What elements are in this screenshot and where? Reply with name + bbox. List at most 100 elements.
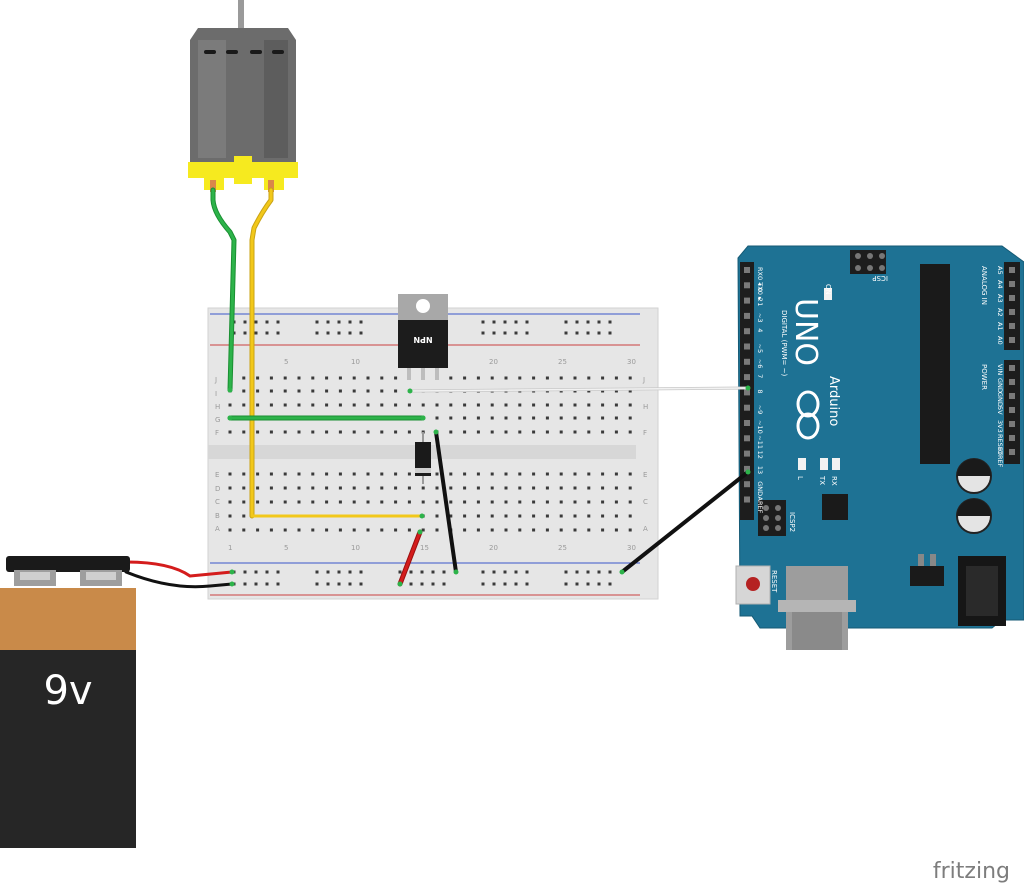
digital-pin-label: 8 <box>756 389 764 393</box>
motor-shaft <box>238 0 244 30</box>
breadboard-hole <box>256 500 260 504</box>
column-number: 10 <box>351 358 360 366</box>
breadboard-hole <box>242 486 246 490</box>
breadboard-hole <box>481 582 485 586</box>
breadboard-hole <box>243 570 247 574</box>
breadboard-hole <box>476 416 480 420</box>
row-label: E <box>215 471 219 479</box>
breadboard-hole <box>348 331 352 335</box>
breadboard-hole <box>573 514 577 518</box>
header-pin-label: 5V <box>996 406 1004 415</box>
breadboard-hole <box>283 403 287 407</box>
breadboard-hole <box>573 416 577 420</box>
breadboard-hole <box>311 500 315 504</box>
breadboard-hole <box>407 486 411 490</box>
breadboard-hole <box>311 403 315 407</box>
breadboard-hole <box>545 416 549 420</box>
breadboard-hole <box>518 376 522 380</box>
row-label: E <box>643 471 647 479</box>
breadboard-hole <box>492 331 496 335</box>
breadboard-hole <box>601 389 605 393</box>
breadboard-hole <box>283 486 287 490</box>
breadboard-hole <box>449 430 453 434</box>
breadboard-hole <box>326 331 330 335</box>
breadboard-hole <box>380 376 384 380</box>
breadboard-hole <box>283 500 287 504</box>
breadboard-hole <box>338 403 342 407</box>
breadboard-hole <box>325 528 329 532</box>
breadboard-hole <box>545 430 549 434</box>
column-number: 30 <box>627 358 636 366</box>
breadboard-hole <box>614 528 618 532</box>
breadboard-hole <box>256 528 260 532</box>
breadboard-hole <box>587 416 591 420</box>
breadboard-hole <box>311 528 315 532</box>
breadboard-hole <box>564 570 568 574</box>
breadboard-hole <box>532 430 536 434</box>
breadboard-hole <box>338 389 342 393</box>
breadboard-hole <box>243 320 247 324</box>
breadboard-hole <box>366 486 370 490</box>
breadboard-hole <box>398 570 402 574</box>
breadboard-hole <box>228 514 232 518</box>
breadboard-hole <box>297 500 301 504</box>
breadboard-hole <box>337 331 341 335</box>
breadboard-hole <box>366 403 370 407</box>
breadboard-hole <box>463 528 467 532</box>
row-label: D <box>215 485 220 493</box>
breadboard-hole <box>587 472 591 476</box>
header-pin-hole <box>1009 281 1015 287</box>
breadboard-hole <box>325 486 329 490</box>
row-label: H <box>215 403 220 411</box>
breadboard-hole <box>597 320 601 324</box>
breadboard-hole <box>532 528 536 532</box>
arduino-logo: UNO Arduino <box>788 298 841 440</box>
breadboard-hole <box>380 403 384 407</box>
breadboard-hole <box>254 570 258 574</box>
breadboard-hole <box>242 472 246 476</box>
breadboard-hole <box>380 528 384 532</box>
digital-pin-label: ~10 <box>756 420 764 434</box>
breadboard-hole <box>269 472 273 476</box>
breadboard-hole <box>614 430 618 434</box>
breadboard-hole <box>228 472 232 476</box>
breadboard-hole <box>420 570 424 574</box>
icsp-label: ICSP <box>872 274 888 282</box>
breadboard-hole <box>614 403 618 407</box>
breadboard-hole <box>242 403 246 407</box>
breadboard-hole <box>269 528 273 532</box>
breadboard-hole <box>628 514 632 518</box>
column-number: 20 <box>489 544 498 552</box>
breadboard-hole <box>407 528 411 532</box>
digital-label: DIGITAL (PWM= ~) <box>780 310 788 376</box>
digital-pin-label: ~9 <box>756 405 764 415</box>
breadboard-hole <box>380 430 384 434</box>
header-pin-hole <box>1009 323 1015 329</box>
breadboard-hole <box>442 582 446 586</box>
breadboard-hole <box>587 500 591 504</box>
battery-9v: 9v <box>0 556 136 848</box>
led-l <box>798 458 806 470</box>
breadboard-hole <box>628 389 632 393</box>
breadboard-hole <box>601 514 605 518</box>
breadboard-hole <box>601 416 605 420</box>
breadboard-hole <box>325 389 329 393</box>
breadboard-hole <box>366 376 370 380</box>
breadboard-hole <box>276 570 280 574</box>
breadboard-hole <box>514 320 518 324</box>
breadboard-hole <box>449 514 453 518</box>
breadboard-hole <box>614 486 618 490</box>
breadboard-hole <box>366 528 370 532</box>
breadboard-hole <box>525 582 529 586</box>
breadboard-hole <box>265 331 269 335</box>
breadboard-hole <box>421 500 425 504</box>
column-number: 20 <box>489 358 498 366</box>
breadboard-hole <box>348 582 352 586</box>
digital-pin-label: GND <box>756 481 764 496</box>
breadboard-hole <box>269 486 273 490</box>
breadboard-hole <box>490 472 494 476</box>
digital-pin-hole <box>744 450 750 457</box>
usb-chip <box>822 494 848 520</box>
battery-body <box>0 650 136 848</box>
breadboard-hole <box>325 430 329 434</box>
